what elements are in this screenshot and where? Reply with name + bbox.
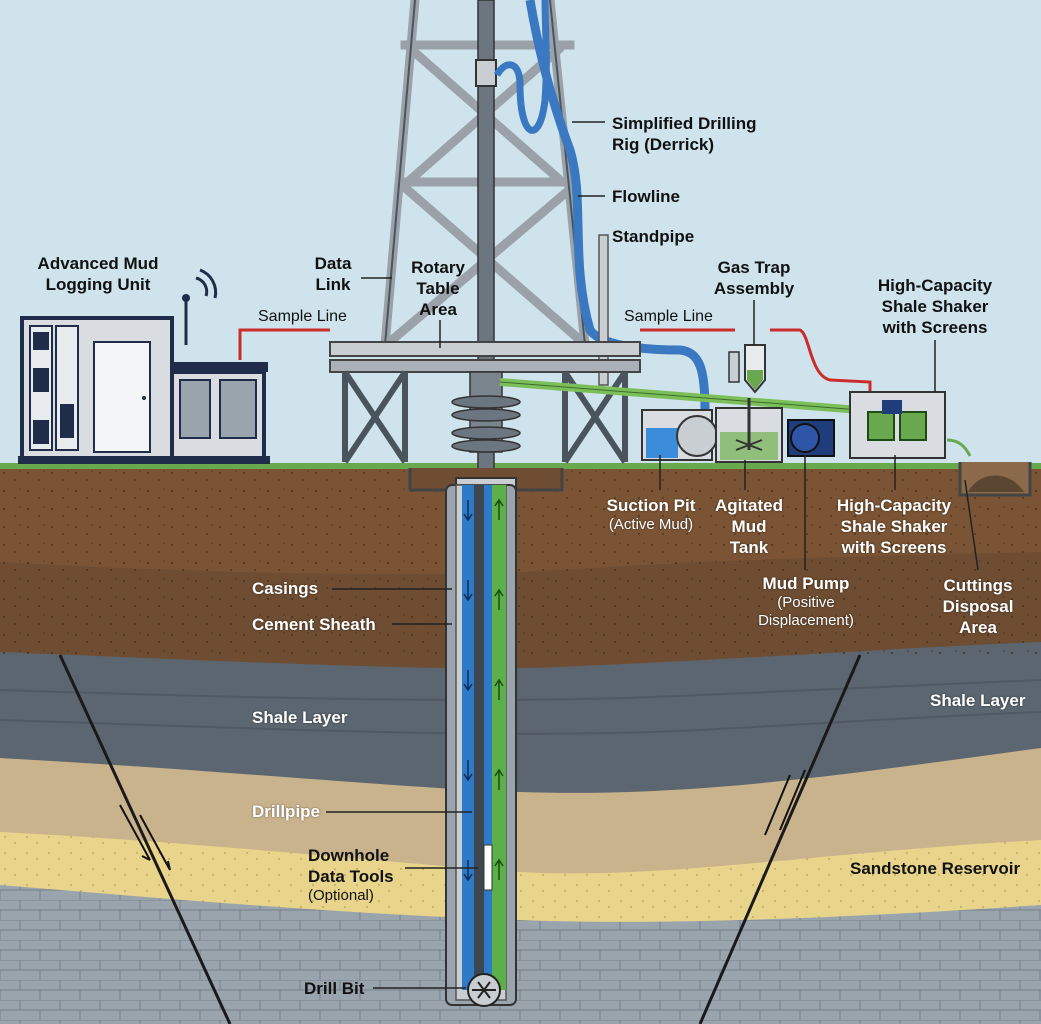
shale-shaker-bottom-label-line2: Shale Shaker [840,517,948,536]
leader-lines [326,121,979,989]
agitated-tank-label-line1: Agitated [715,496,783,515]
shale-layer [0,640,1041,793]
derrick-label-line2: Rig (Derrick) [612,135,715,154]
data-link-label: Data Link [306,253,360,295]
suction-pit-label: Suction Pit (Active Mud) [596,495,706,534]
logging-unit [18,268,270,464]
suction-pit-label-line1: Suction Pit [606,496,696,515]
suction-pit-label-sub: (Active Mud) [608,516,694,533]
gas-trap-label-line1: Gas Trap [717,258,791,277]
shale-layer-left-label: Shale Layer [252,708,348,727]
standpipe-label: Standpipe [612,227,695,246]
data-link-label-line2: Link [315,275,351,294]
agitated-tank-label: Agitated Mud Tank [706,495,792,558]
standpipe [598,234,609,386]
agitated-tank-label-line3: Tank [729,538,769,557]
drill-bit-label: Drill Bit [304,979,365,998]
gas-trap-label: Gas Trap Assembly [702,257,806,299]
flow-arrows [463,500,473,882]
agitated-tank-label-line2: Mud [731,517,767,536]
mud-pump-label: Mud Pump (Positive Displacement) [744,573,868,630]
cement-sheath-label: Cement Sheath [252,615,376,634]
flowline-label: Flowline [612,187,680,206]
fault-arrow-left [119,804,171,871]
derrick-label: Simplified Drilling Rig (Derrick) [612,113,757,155]
sample-line-left [238,328,330,360]
downhole-tools-label-line2: Data Tools [308,867,394,886]
cuttings-disposal-label-line2: Disposal [942,597,1014,616]
casings-label: Casings [252,579,319,598]
rotary-table-label-line3: Area [419,300,457,319]
wellbore [445,484,517,1007]
fault-arrow-right [764,769,806,836]
mud-pump-label-sub2: Displacement) [758,612,854,629]
logging-unit-label: Advanced Mud Logging Unit [28,253,168,295]
rotary-table-label-line1: Rotary [411,258,465,277]
shale-shaker-top-label-line2: Shale Shaker [881,297,989,316]
cuttings-disposal-label-line1: Cuttings [943,576,1013,595]
bop-stack [451,371,521,453]
shale-shaker-top-label: High-Capacity Shale Shaker with Screens [868,275,1002,338]
shale-layer-right-label: Shale Layer [930,691,1026,710]
cuttings-disposal-label: Cuttings Disposal Area [932,575,1024,638]
grass-line [0,463,1041,469]
downhole-tools-label: Downhole Data Tools (Optional) [308,845,394,905]
downhole-tools-label-line1: Downhole [308,846,390,865]
rig-floor [329,341,641,357]
rotary-table-label: Rotary Table Area [400,257,476,320]
shale-shaker-bottom-label-line1: High-Capacity [836,496,952,515]
sandstone-reservoir-label: Sandstone Reservoir [850,859,1021,878]
shale-shaker-bottom-label: High-Capacity Shale Shaker with Screens [826,495,962,558]
gas-trap-label-line2: Assembly [713,279,795,298]
downhole-tools-label-sub: (Optional) [308,887,374,904]
surface-equipment [641,344,972,463]
fault-left [58,654,232,1024]
drillpipe-label: Drillpipe [252,802,321,821]
sample-line-left-label: Sample Line [258,308,347,325]
swivel [475,59,497,87]
flowline-hose [525,0,710,411]
shale-shaker-top-label-line1: High-Capacity [877,276,993,295]
mud-pump-label-line1: Mud Pump [762,574,850,593]
sample-line-right [640,328,872,392]
logging-unit-label-line1: Advanced Mud [37,254,159,273]
logging-unit-label-line2: Logging Unit [45,275,151,294]
shale-shaker-bottom-label-line3: with Screens [841,538,947,557]
mud-pump-label-sub1: (Positive [777,594,835,611]
shale-shaker-top-label-line3: with Screens [882,318,988,337]
derrick-label-line1: Simplified Drilling [612,114,757,133]
fault-right [698,654,862,1024]
data-link-label-line1: Data [314,254,352,273]
rotary-table-label-line2: Table [416,279,460,298]
sample-line-right-label: Sample Line [624,308,713,325]
cuttings-disposal-label-line3: Area [959,618,997,637]
